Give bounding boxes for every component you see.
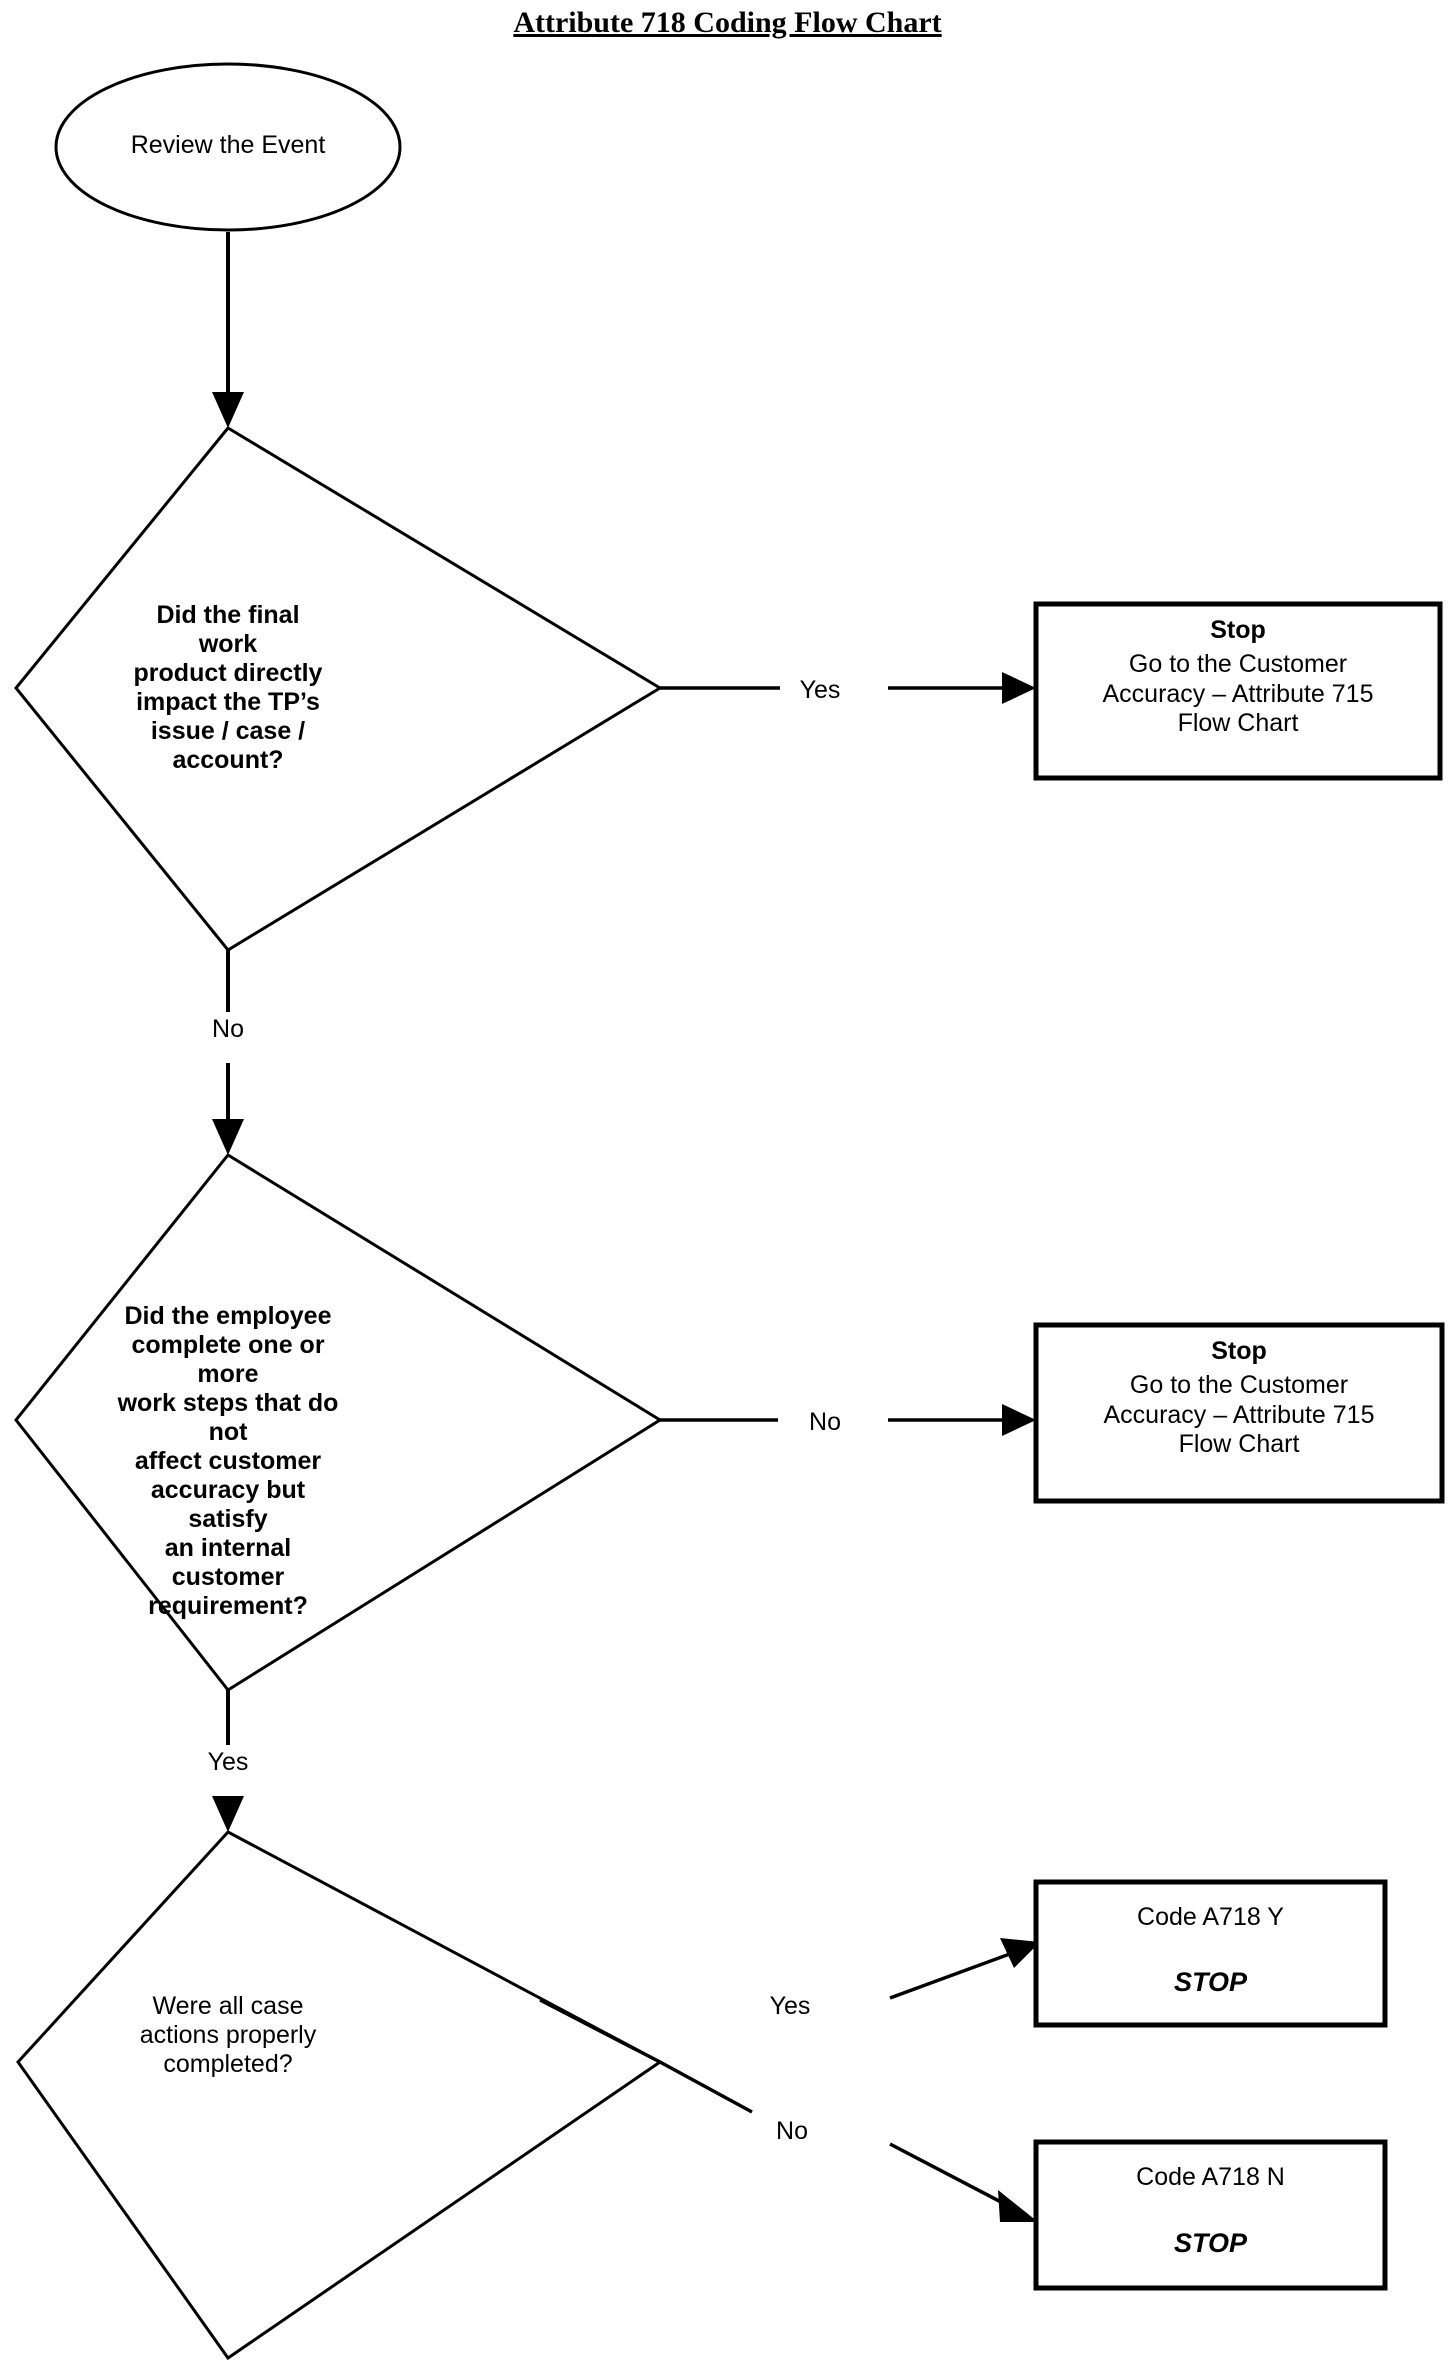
code-yes-box [1033, 1879, 1388, 2028]
decision1-label: Did the final work product directly impa… [133, 601, 323, 774]
arrow-head-stop2 [1002, 1404, 1036, 1436]
stop1-label: Go to the Customer Accuracy – Attribute … [1102, 650, 1374, 737]
connector-decision3-yes-stub [539, 1998, 661, 2064]
page-title: Attribute 718 Coding Flow Chart [513, 6, 942, 39]
code-no-stop: STOP [1173, 2228, 1248, 2258]
code-no-label: Code A718 N [1136, 2163, 1285, 2191]
decision3-diamond [16, 1830, 663, 2361]
arrow-head-code-no [998, 2190, 1038, 2222]
decision2-label: Did the employee complete one or more wo… [117, 1302, 339, 1620]
stop2-label: Go to the Customer Accuracy – Attribute … [1103, 1371, 1375, 1458]
start-ellipse [54, 62, 402, 232]
connector-decision3-yes-arm [889, 1946, 1027, 2000]
edge-label-decision2-no: No [809, 1408, 841, 1436]
edge-label-decision1-no: No [212, 1015, 244, 1043]
stop1-box [1033, 601, 1443, 781]
arrow-head-decision3 [212, 1796, 244, 1832]
code-yes-stop: STOP [1173, 1967, 1248, 1997]
connector-decision3-no-stub [659, 2060, 753, 2114]
stop2-box [1033, 1322, 1445, 1504]
start-label: Review the Event [130, 131, 326, 159]
code-yes-label: Code A718 Y [1137, 1903, 1284, 1931]
decision1-diamond [14, 426, 663, 952]
decision3-label: Were all case actions properly completed… [139, 1992, 317, 2078]
code-no-box [1033, 2139, 1388, 2291]
edge-label-decision3-no: No [776, 2117, 808, 2145]
edge-label-decision2-yes: Yes [207, 1748, 249, 1776]
edge-label-decision1-yes: Yes [799, 676, 841, 704]
arrow-head-decision2 [212, 1119, 244, 1155]
arrow-head-decision1 [212, 392, 244, 428]
arrow-head-code-yes [1000, 1938, 1040, 1968]
stop2-heading: Stop [1211, 1337, 1267, 1365]
arrow-head-stop1 [1002, 672, 1036, 704]
edge-label-decision3-yes: Yes [769, 1992, 811, 2020]
stop1-heading: Stop [1210, 616, 1266, 644]
